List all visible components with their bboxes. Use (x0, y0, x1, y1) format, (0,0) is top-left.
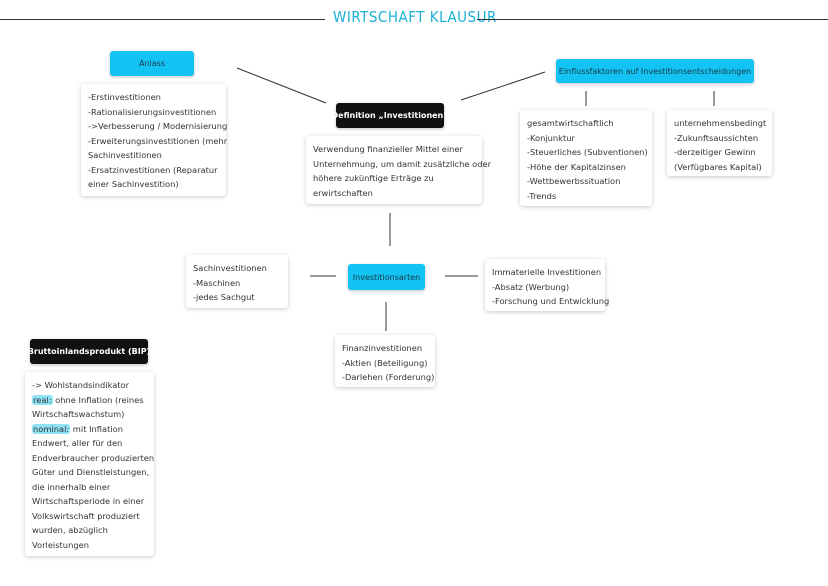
title-bar: WIRTSCHAFT KLAUSUR (0, 0, 828, 40)
list-item: Wirtschaftsperiode in einer (32, 496, 145, 506)
node-investitionsarten-label: Investitionsarten (352, 272, 421, 282)
list-item: unternehmensbedingt (674, 118, 767, 128)
title-line-left (0, 19, 325, 20)
list-item: Vorleistungen (32, 539, 89, 550)
list-item: nominal: mit Inflation (32, 422, 147, 437)
list-item: Endverbraucher produzierten (32, 452, 155, 463)
list-item: -Forschung und Entwicklung (492, 296, 610, 306)
card-unternehmensbedingt: unternehmensbedingt -Zukunftsaussichten … (667, 110, 772, 176)
list-item: -Ersatzinvestitionen (Reparatur (88, 164, 218, 175)
node-investitionsarten[interactable]: Investitionsarten (348, 264, 425, 290)
line-anlass-definition (236, 67, 327, 104)
title-line-right (477, 19, 828, 20)
list-item: einer Sachinvestition) (88, 179, 179, 189)
card-anlass: -Erstinvestitionen -Rationalisierungsinv… (81, 84, 228, 196)
list-item: die innerhalb einer (32, 481, 111, 492)
card-gesamtwirtschaftlich: gesamtwirtschaftlich -Konjunktur -Steuer… (520, 110, 652, 206)
page-title: WIRTSCHAFT KLAUSUR (333, 8, 497, 26)
list-item: Immaterielle Investitionen (492, 267, 602, 277)
node-bip[interactable]: Bruttoinlandsprodukt (BIP) (27, 339, 151, 364)
real-text: ohne Inflation (reines (52, 394, 144, 405)
node-einflussfaktoren[interactable]: Einflussfaktoren auf Investitionsentsche… (556, 59, 754, 83)
node-einflussfaktoren-label: Einflussfaktoren auf Investitionsentsche… (558, 66, 752, 76)
list-item: Sachinvestitionen (88, 150, 162, 160)
node-bip-label: Bruttoinlandsprodukt (BIP) (27, 347, 151, 356)
list-item: -Erweiterungsinvestitionen (mehr (88, 135, 228, 146)
list-item: -jedes Sachgut (193, 292, 255, 302)
list-item: -Wettbewerbssituation (527, 176, 621, 186)
node-definition[interactable]: Definition „Investitionen“ (332, 103, 449, 128)
list-item: Endwert, aller für den (32, 438, 123, 448)
list-item: (Verfügbares Kapital) (674, 161, 762, 172)
list-item: -Zukunftsaussichten (674, 132, 759, 143)
list-item: -Aktien (Beteiligung) (342, 357, 428, 368)
card-definition: Verwendung finanzieller Mittel einer Unt… (306, 136, 491, 204)
list-item: -> Wohlstandsindikator (32, 380, 130, 390)
node-anlass[interactable]: Anlass (110, 51, 194, 76)
list-item: -Höhe der Kapitalzinsen (527, 161, 626, 172)
list-item: Sachinvestitionen (193, 263, 267, 273)
list-item: -Konjunktur (527, 132, 575, 143)
list-item: Finanzinvestitionen (342, 343, 423, 353)
list-item: Verwendung finanzieller Mittel einer (313, 144, 463, 154)
list-item: -Maschinen (193, 277, 241, 288)
list-item: -Steuerliches (Subventionen) (527, 147, 648, 157)
list-item: -derzeitiger Gewinn (674, 147, 756, 157)
list-item: wurden, abzüglich (32, 525, 108, 535)
list-item: -Erstinvestitionen (88, 92, 161, 102)
list-item: ->Verbesserung / Modernisierung (88, 121, 228, 131)
card-finanzinvestitionen: Finanzinvestitionen -Aktien (Beteiligung… (335, 335, 435, 387)
list-item: Volkswirtschaft produziert (32, 510, 140, 521)
list-item: erwirtschaften (313, 187, 373, 198)
card-immaterielle-investitionen: Immaterielle Investitionen -Absatz (Werb… (485, 259, 610, 311)
node-anlass-label: Anlass (138, 59, 165, 68)
line-definition-einfluss (460, 71, 546, 101)
node-definition-label: Definition „Investitionen“ (331, 111, 449, 120)
highlight-nominal: nominal: (32, 423, 71, 434)
nominal-text: mit Inflation (70, 423, 123, 434)
card-sachinvestitionen: Sachinvestitionen -Maschinen -jedes Sach… (186, 255, 288, 308)
card-bip: -> Wohlstandsindikator real: ohne Inflat… (25, 372, 154, 556)
list-item: -Absatz (Werbung) (492, 281, 570, 292)
list-item: -Rationalisierungsinvestitionen (88, 106, 217, 117)
list-item: -Darlehen (Forderung) (342, 372, 435, 382)
list-item: Wirtschaftswachstum) (32, 409, 125, 419)
list-item: Güter und Dienstleistungen, (32, 467, 150, 477)
list-item: Unternehmung, um damit zusätzliche oder (313, 158, 491, 169)
list-item: gesamtwirtschaftlich (527, 118, 614, 128)
list-item: real: ohne Inflation (reines (32, 393, 147, 408)
highlight-real: real: (32, 394, 53, 405)
list-item: höhere zukünftige Erträge zu (313, 173, 434, 183)
list-item: -Trends (527, 190, 557, 201)
